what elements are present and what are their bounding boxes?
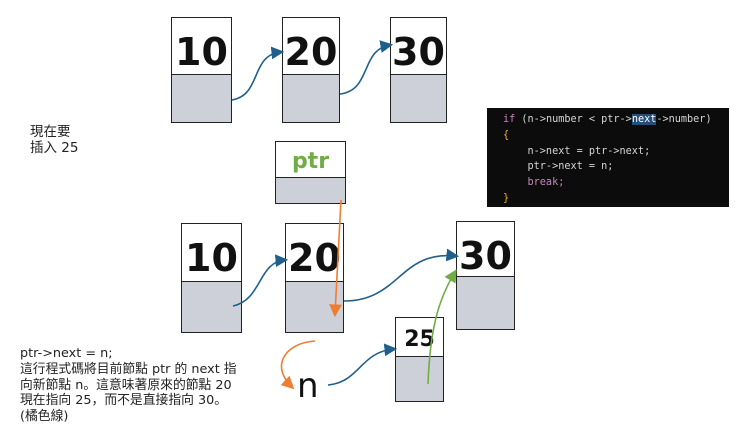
node-value: 20 — [284, 30, 338, 74]
node-value: 25 — [404, 327, 435, 352]
node-next-field — [283, 74, 339, 122]
arrow-orange-20-to-n — [280, 340, 316, 390]
arrow-bottom-20-to-30 — [343, 248, 460, 302]
node-value: 10 — [175, 30, 228, 74]
top-node-30: 30 — [390, 17, 447, 123]
code-condition-a: (n->number < ptr-> — [515, 114, 632, 125]
node-value: 20 — [288, 236, 341, 280]
explanation-note: ptr->next = n; 這行程式碼將目前節點 ptr 的 next 指 向… — [20, 346, 237, 425]
ptr-node: ptr — [275, 141, 346, 204]
arrow-n-to-25 — [327, 343, 398, 386]
ptr-label: ptr — [291, 149, 330, 174]
code-condition-b: ->number) — [656, 114, 712, 125]
arrow-bottom-10-to-20 — [232, 254, 289, 307]
node-next-field — [172, 74, 231, 122]
code-if-keyword: if — [503, 114, 516, 125]
code-open-brace: { — [503, 129, 510, 141]
arrow-top-20-to-30 — [339, 40, 394, 95]
new-node-label: n — [297, 366, 319, 406]
arrow-top-10-to-20 — [231, 46, 285, 101]
node-next-field — [396, 356, 443, 401]
code-line-assign-ptr: ptr->next = n; — [503, 161, 614, 173]
node-next-field — [391, 74, 446, 122]
bottom-node-10: 10 — [181, 223, 242, 333]
node-value: 30 — [392, 30, 445, 74]
new-node-25: 25 — [395, 317, 444, 402]
node-value: 10 — [185, 236, 238, 280]
arrow-green-25-to-30 — [427, 269, 457, 385]
code-highlight-next: next — [631, 114, 657, 125]
code-line-assign-next: n->next = ptr->next; — [503, 145, 651, 157]
node-value: 30 — [459, 234, 512, 278]
top-node-20: 20 — [282, 17, 340, 123]
code-close-brace: } — [503, 192, 510, 204]
code-snippet: if (n->number < ptr->next->number) { n->… — [487, 108, 729, 207]
node-next-field — [457, 276, 514, 329]
arrow-ptr-to-node-20 — [329, 199, 342, 318]
insert-note: 現在要 插入 25 — [30, 124, 79, 156]
node-next-field — [182, 281, 241, 332]
node-next-field — [276, 177, 345, 203]
code-break: break; — [503, 177, 565, 189]
top-node-10: 10 — [171, 17, 232, 123]
